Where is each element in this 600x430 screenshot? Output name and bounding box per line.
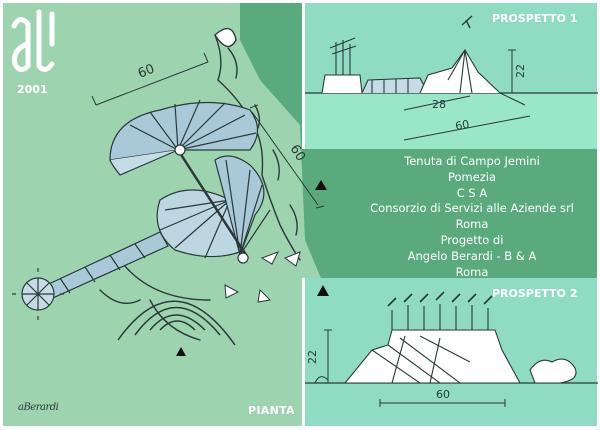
- plan-dimension-lines: [91, 52, 325, 209]
- plan-terrain: [99, 27, 301, 341]
- prospetto-2-label: PROSPETTO 2: [492, 287, 578, 300]
- p1-dim-height: 22: [514, 64, 527, 78]
- prospetto-1-dimensions: [403, 49, 531, 141]
- info-line-client: Consorzio di Servizi alle Aziende srl: [370, 201, 574, 216]
- info-line-architect-city: Roma: [455, 264, 489, 279]
- info-line-project-by: Progetto di: [440, 232, 504, 247]
- p2-dim-height: 22: [306, 350, 319, 364]
- info-line-architect: Angelo Berardi - B & A: [407, 248, 537, 263]
- north-arrow-plan: [176, 347, 186, 356]
- architect-signature: aBerardi: [18, 402, 59, 413]
- info-line-client-city: Roma: [455, 217, 489, 232]
- info-line-estate: Tenuta di Campo Jemini: [404, 154, 540, 168]
- info-line-town: Pomezia: [447, 169, 497, 184]
- p1-dim-width: 60: [454, 118, 470, 133]
- pianta-label: PIANTA: [248, 404, 295, 417]
- plan-dimension-top: 60: [136, 62, 157, 82]
- project-info: Tenuta di Campo Jemini Pomezia C S A Con…: [348, 154, 596, 280]
- prospetto-1-sketch: [305, 15, 598, 106]
- plan-entrance-arrows: [224, 251, 301, 303]
- prospetto-2-sketch: [305, 291, 598, 384]
- p2-dim-width: 60: [436, 388, 450, 401]
- plan-round-pavilion: [12, 268, 64, 320]
- plan-roof-small: [156, 155, 271, 259]
- prospetto-2-dimensions: [324, 329, 506, 407]
- plan-spine: [35, 144, 250, 303]
- logo-year: 2001: [17, 83, 48, 96]
- north-arrow-band: [315, 180, 327, 190]
- prospetto-1-label: PROSPETTO 1: [492, 12, 578, 25]
- plan-arcs: [117, 300, 236, 346]
- plan-dimension-side: 60: [287, 142, 308, 164]
- al-logo: [11, 9, 55, 72]
- north-arrow-band-2: [317, 285, 329, 296]
- info-line-client-short: C S A: [456, 185, 488, 200]
- p1-dim-inner: 28: [432, 98, 446, 111]
- plan-roof-large: [109, 99, 259, 176]
